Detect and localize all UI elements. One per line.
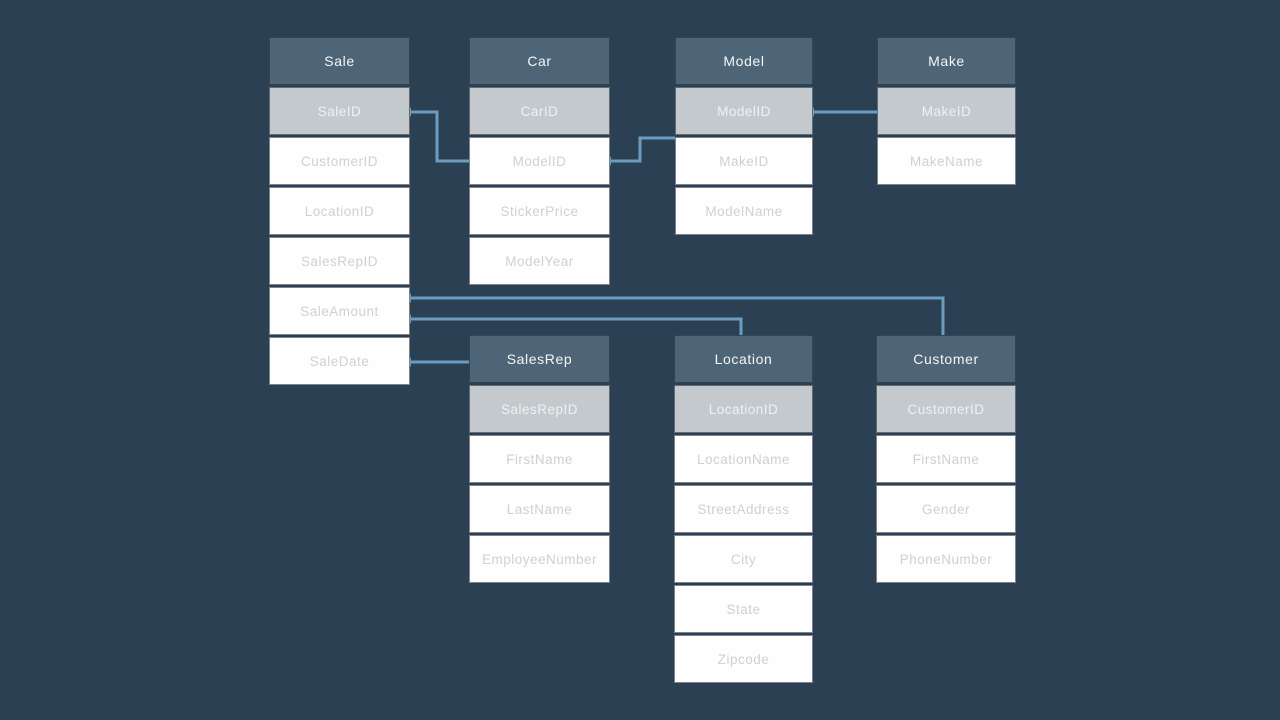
table-header-customer[interactable]: Customer <box>876 335 1016 383</box>
field-row[interactable]: PhoneNumber <box>876 535 1016 583</box>
field-row[interactable]: EmployeeNumber <box>469 535 610 583</box>
field-row[interactable]: LastName <box>469 485 610 533</box>
table-header-car[interactable]: Car <box>469 37 610 85</box>
field-row[interactable]: StreetAddress <box>674 485 813 533</box>
table-header-model[interactable]: Model <box>675 37 813 85</box>
primary-key-row[interactable]: CarID <box>469 87 610 135</box>
field-row[interactable]: SaleAmount <box>269 287 410 335</box>
primary-key-row[interactable]: SaleID <box>269 87 410 135</box>
table-header-make[interactable]: Make <box>877 37 1016 85</box>
field-row[interactable]: ModelYear <box>469 237 610 285</box>
table-header-salesrep[interactable]: SalesRep <box>469 335 610 383</box>
primary-key-row[interactable]: CustomerID <box>876 385 1016 433</box>
primary-key-row[interactable]: SalesRepID <box>469 385 610 433</box>
field-row[interactable]: ModelID <box>469 137 610 185</box>
field-row[interactable]: CustomerID <box>269 137 410 185</box>
primary-key-row[interactable]: MakeID <box>877 87 1016 135</box>
table-header-sale[interactable]: Sale <box>269 37 410 85</box>
field-row[interactable]: FirstName <box>469 435 610 483</box>
field-row[interactable]: City <box>674 535 813 583</box>
field-row[interactable]: SalesRepID <box>269 237 410 285</box>
connector-line <box>410 110 469 163</box>
field-row[interactable]: State <box>674 585 813 633</box>
field-row[interactable]: MakeName <box>877 137 1016 185</box>
field-row[interactable]: SaleDate <box>269 337 410 385</box>
field-row[interactable]: LocationID <box>269 187 410 235</box>
field-row[interactable]: FirstName <box>876 435 1016 483</box>
field-row[interactable]: LocationName <box>674 435 813 483</box>
field-row[interactable]: Gender <box>876 485 1016 533</box>
field-row[interactable]: Zipcode <box>674 635 813 683</box>
field-row[interactable]: MakeID <box>675 137 813 185</box>
connector-line <box>410 296 945 340</box>
connector-line <box>610 136 675 163</box>
field-row[interactable]: ModelName <box>675 187 813 235</box>
field-row[interactable]: StickerPrice <box>469 187 610 235</box>
table-header-location[interactable]: Location <box>674 335 813 383</box>
primary-key-row[interactable]: LocationID <box>674 385 813 433</box>
primary-key-row[interactable]: ModelID <box>675 87 813 135</box>
